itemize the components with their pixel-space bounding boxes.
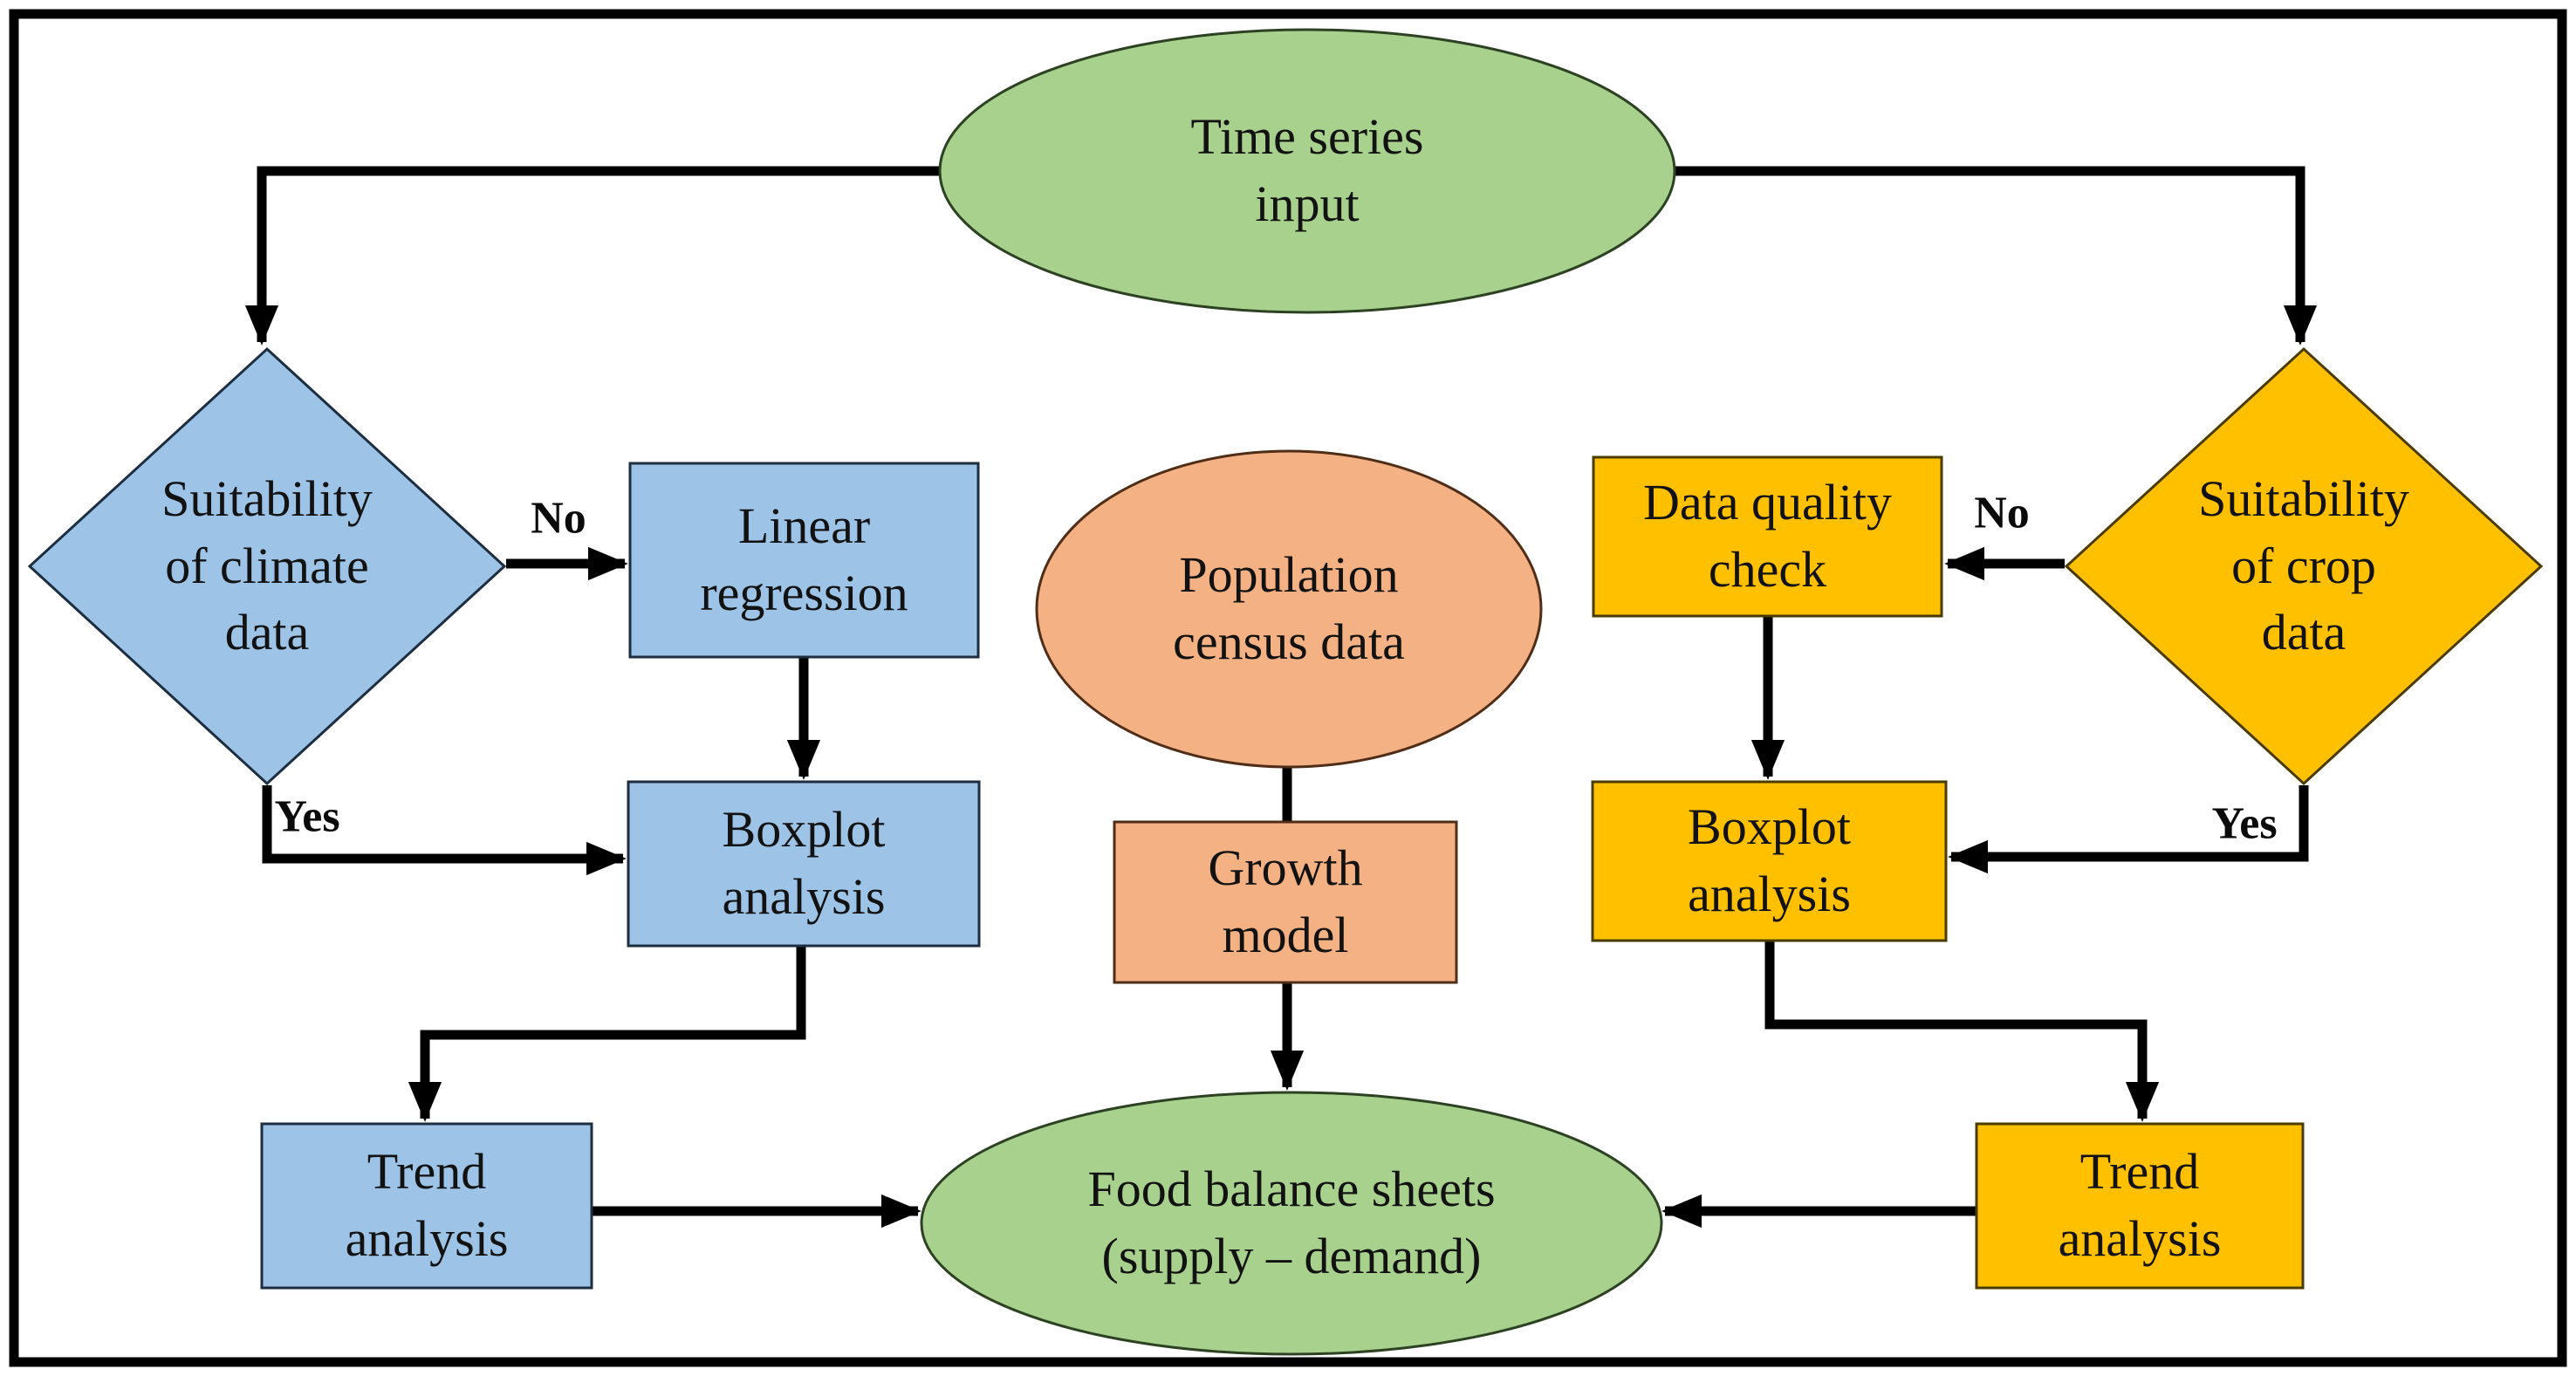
node-shape-boxplot-left <box>627 780 981 948</box>
node-shape-trend-right <box>1975 1122 2305 1290</box>
edge-crop-yes <box>1948 785 2309 874</box>
edge-boxplot-to-trend-right <box>1764 941 2160 1122</box>
node-shape-boxplot-right <box>1591 780 1948 942</box>
node-shape-population-census <box>1035 449 1543 769</box>
node-shape-linear-regression <box>628 462 980 659</box>
node-shape-suitability-climate <box>27 346 507 786</box>
node-shape-data-quality <box>1592 455 1943 618</box>
edge-climate-yes <box>262 785 627 876</box>
figure-border <box>9 9 2567 1367</box>
node-shape-time-series-input <box>938 28 1676 314</box>
edge-time-to-climate-diamond <box>244 166 941 346</box>
edge-time-to-crop-diamond <box>1675 166 2318 346</box>
node-shape-suitability-crop <box>2064 346 2544 786</box>
node-shape-trend-left <box>260 1122 593 1290</box>
node-shape-growth-model <box>1113 820 1458 984</box>
edge-boxplot-to-trend-left <box>408 946 806 1122</box>
node-shape-food-balance <box>920 1091 1663 1356</box>
